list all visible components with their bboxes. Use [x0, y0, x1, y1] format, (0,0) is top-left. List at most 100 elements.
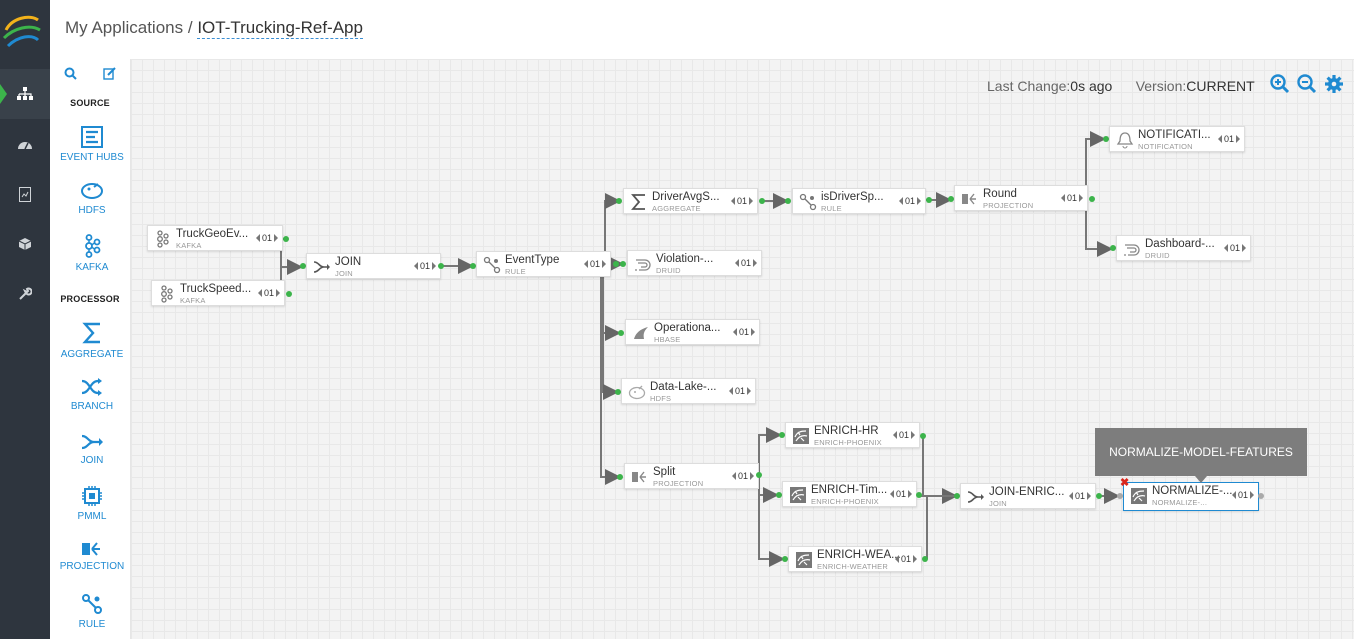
output-port[interactable] [922, 556, 928, 562]
input-port[interactable] [954, 493, 960, 499]
palette-rule[interactable]: RULE [50, 593, 134, 630]
breadcrumb-app-name[interactable]: IOT-Trucking-Ref-App [197, 18, 363, 39]
node-isdriverspeeding[interactable]: isDriverSp... RULE 01 [792, 188, 926, 214]
parallelism-control[interactable]: 01 [892, 430, 915, 440]
palette-pmml[interactable]: PMML [50, 485, 134, 522]
input-port[interactable] [1117, 493, 1123, 499]
parallelism-value: 01 [1237, 490, 1248, 500]
parallelism-control[interactable]: 01 [255, 233, 278, 243]
palette-hdfs[interactable]: HDFS [50, 181, 134, 216]
parallelism-control[interactable]: 01 [731, 471, 754, 481]
output-port[interactable] [286, 291, 292, 297]
input-port[interactable] [776, 492, 782, 498]
input-port[interactable] [785, 198, 791, 204]
parallelism-value: 01 [898, 430, 909, 440]
node-datalake[interactable]: Data-Lake-... HDFS 01 [621, 378, 756, 404]
parallelism-control[interactable]: 01 [583, 259, 606, 269]
node-split[interactable]: Split PROJECTION 01 [624, 463, 759, 489]
input-port[interactable] [615, 389, 621, 395]
node-label: TruckGeoEv... [176, 228, 249, 240]
output-port[interactable] [759, 198, 765, 204]
parallelism-value: 01 [263, 288, 274, 298]
input-port[interactable] [620, 261, 626, 267]
nav-applications-icon[interactable] [0, 69, 50, 119]
input-port[interactable] [470, 263, 476, 269]
node-normalize-model-features[interactable]: NORMALIZE-... NORMALIZE-... 01 [1123, 482, 1259, 511]
parallelism-control[interactable]: 01 [894, 554, 917, 564]
palette-item-label: PROJECTION [59, 561, 125, 572]
palette-aggregate[interactable]: AGGREGATE [50, 321, 134, 360]
nav-dashboard-icon[interactable] [0, 119, 50, 169]
node-round[interactable]: Round PROJECTION 01 [954, 185, 1088, 211]
output-port[interactable] [1089, 196, 1095, 202]
delete-node-icon[interactable]: ✖ [1120, 477, 1130, 489]
parallelism-control[interactable]: 01 [413, 261, 436, 271]
rule-icon [483, 256, 501, 274]
node-label: ENRICH-HR [814, 425, 879, 437]
node-driveravgspeed[interactable]: DriverAvgS... AGGREGATE 01 [623, 188, 758, 214]
palette-event-hubs[interactable]: EVENT HUBS [50, 126, 134, 163]
edit-icon[interactable] [103, 67, 116, 80]
nav-models-icon[interactable] [0, 219, 50, 269]
input-port[interactable] [300, 263, 306, 269]
output-port[interactable] [283, 236, 289, 242]
node-operational[interactable]: Operationa... HBASE 01 [625, 319, 760, 345]
output-port[interactable] [438, 263, 444, 269]
settings-gear-icon[interactable] [1324, 74, 1344, 94]
parallelism-control[interactable]: 01 [898, 196, 921, 206]
topology-canvas[interactable]: Last Change:0s ago Version:CURRENT [131, 59, 1354, 639]
output-port[interactable] [1096, 493, 1102, 499]
palette-kafka[interactable]: KAFKA [50, 234, 134, 273]
node-eventtype[interactable]: EventType RULE 01 [476, 251, 611, 277]
streamline-logo[interactable] [0, 0, 50, 64]
input-port[interactable] [617, 474, 623, 480]
zoom-out-icon[interactable] [1297, 74, 1317, 94]
search-icon[interactable] [64, 67, 77, 80]
palette-branch[interactable]: BRANCH [50, 377, 134, 412]
breadcrumb-root[interactable]: My Applications [65, 18, 184, 37]
parallelism-control[interactable]: 01 [1060, 193, 1083, 203]
node-join-enrich[interactable]: JOIN-ENRIC... JOIN 01 [960, 483, 1096, 509]
parallelism-control[interactable]: 01 [734, 258, 757, 268]
node-dashboard[interactable]: Dashboard-... DRUID 01 [1116, 235, 1251, 261]
input-port[interactable] [779, 432, 785, 438]
parallelism-control[interactable]: 01 [889, 489, 912, 499]
output-port[interactable] [926, 197, 932, 203]
node-truckspeed[interactable]: TruckSpeed... KAFKA 01 [151, 280, 285, 306]
nav-reports-icon[interactable] [0, 169, 50, 219]
parallelism-control[interactable]: 01 [728, 386, 751, 396]
zoom-in-icon[interactable] [1270, 74, 1290, 94]
palette-join[interactable]: JOIN [50, 433, 134, 466]
node-type: KAFKA [176, 241, 202, 250]
node-type: JOIN [989, 499, 1007, 508]
output-port[interactable] [613, 261, 619, 267]
node-label: Split [653, 466, 676, 478]
output-port[interactable] [916, 492, 922, 498]
node-enrich-weather[interactable]: ENRICH-WEA... ENRICH-WEATHER 01 [788, 546, 922, 572]
parallelism-control[interactable]: 01 [1223, 243, 1246, 253]
palette-projection[interactable]: PROJECTION [50, 541, 134, 572]
input-port[interactable] [616, 198, 622, 204]
input-port[interactable] [1103, 136, 1109, 142]
node-enrich-hr[interactable]: ENRICH-HR ENRICH-PHOENIX 01 [785, 422, 920, 448]
input-port[interactable] [1110, 245, 1116, 251]
input-port[interactable] [782, 556, 788, 562]
input-port[interactable] [948, 196, 954, 202]
node-enrich-time[interactable]: ENRICH-Tim... ENRICH-PHOENIX 01 [782, 481, 917, 507]
node-violation[interactable]: Violation-... DRUID 01 [627, 250, 762, 276]
nav-configuration-icon[interactable] [0, 269, 50, 319]
output-port[interactable] [756, 472, 762, 478]
parallelism-control[interactable]: 01 [732, 327, 755, 337]
output-port[interactable] [1258, 493, 1264, 499]
node-notification[interactable]: NOTIFICATI... NOTIFICATION 01 [1109, 126, 1245, 152]
parallelism-control[interactable]: 01 [1217, 134, 1240, 144]
output-port[interactable] [920, 433, 926, 439]
parallelism-control[interactable]: 01 [1231, 490, 1254, 500]
palette-item-label: HDFS [78, 205, 106, 216]
node-truckgeoev[interactable]: TruckGeoEv... KAFKA 01 [147, 225, 283, 251]
parallelism-control[interactable]: 01 [730, 196, 753, 206]
parallelism-control[interactable]: 01 [257, 288, 280, 298]
input-port[interactable] [618, 330, 624, 336]
parallelism-control[interactable]: 01 [1068, 491, 1091, 501]
node-join[interactable]: JOIN JOIN 01 [306, 253, 441, 279]
